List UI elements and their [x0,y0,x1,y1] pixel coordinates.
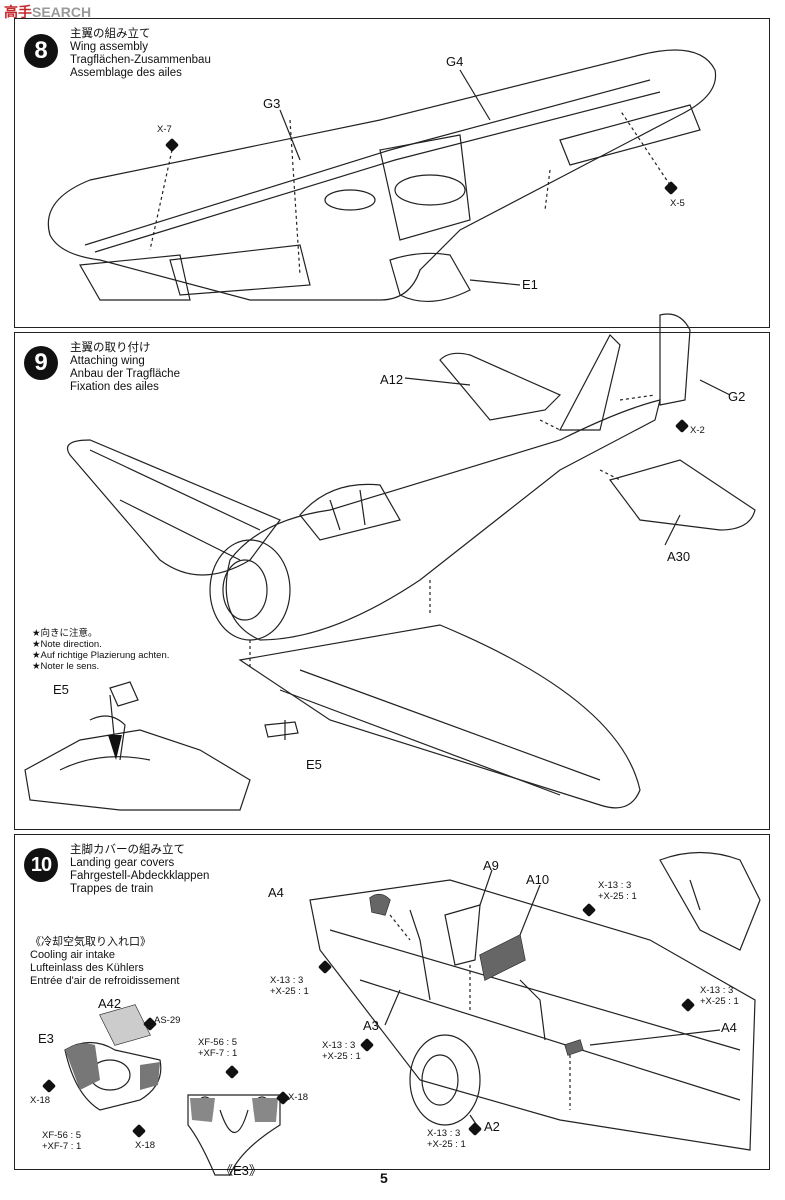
paint-mix-line: X-13 : 3 [700,985,734,996]
step-9-title-jp: 主翼の取り付け [70,342,151,354]
paint-callout-left: X-13 : 3 +X-25 : 1 [270,975,309,997]
step-8-titles: 主翼の組み立て Wing assembly Tragflächen-Zusamm… [70,28,211,80]
paint-mix-line: XF-56 : 5 [42,1130,82,1141]
step-10-label-e3-ref: 《E3》 [220,1163,262,1178]
site-logo: 高手SEARCH [4,2,91,22]
step-8-label-g4: G4 [446,54,464,69]
paint-mix-line: XF-56 : 5 [198,1037,238,1048]
paint-mix-line: X-13 : 3 [598,880,632,891]
site-logo-word: SEARCH [32,4,92,20]
step-10-label-a4-right: A4 [721,1020,737,1035]
paint-mix-line: +X-25 : 1 [700,996,739,1007]
step-9-title-fr: Fixation des ailes [70,381,159,393]
step-8-title-de: Tragflächen-Zusammenbau [70,54,211,66]
site-logo-text: 高手 [4,4,32,20]
step-10-number: 10 [24,848,58,882]
cooling-title-jp: 《冷却空気取り入れ口》 [30,936,151,948]
step-10-title-jp: 主脚カバーの組み立て [70,844,185,856]
note-en: ★Note direction. [32,639,102,650]
cooling-title-fr: Entrée d'air de refroidissement [30,975,180,987]
step-8-number: 8 [24,34,58,68]
paint-callout-top-right: X-13 : 3 +X-25 : 1 [598,880,637,902]
page-number: 5 [380,1170,388,1186]
step-10-label-a4: A4 [268,885,284,900]
note-de: ★Auf richtige Plazierung achten. [32,650,170,661]
paint-callout-middle: X-13 : 3 +X-25 : 1 [322,1040,361,1062]
step-10-label-x18-ref: X-18 [288,1092,309,1103]
step-9-label-a30: A30 [667,549,691,564]
step-10-label-a3: A3 [363,1018,379,1033]
step-10-label-e3: E3 [38,1031,54,1046]
step-9-label-a12: A12 [380,372,404,387]
paint-mix-line: +X-25 : 1 [322,1051,361,1062]
paint-mix-line: X-13 : 3 [427,1128,461,1139]
step-10-label-a10: A10 [526,872,550,887]
step-8-label-x7: X-7 [157,124,172,135]
step-8-title-fr: Assemblage des ailes [70,67,182,79]
step-9-title-de: Anbau der Tragfläche [70,368,180,380]
paint-mix-line: +XF-7 : 1 [198,1048,238,1059]
step-10-title-fr: Trappes de train [70,883,154,895]
step-10-titles: 主脚カバーの組み立て Landing gear covers Fahrgeste… [70,844,209,896]
paint-mix-line: X-13 : 3 [322,1040,356,1051]
paint-callout-right: X-13 : 3 +X-25 : 1 [700,985,739,1007]
step-10-label-as29: AS-29 [154,1015,181,1026]
step-9-panel [14,332,770,830]
step-10-label-x18-bottom: X-18 [135,1140,156,1151]
step-8-label-e1: E1 [522,277,538,292]
step-10-title-en: Landing gear covers [70,857,175,869]
paint-mix-line: +X-25 : 1 [270,986,309,997]
paint-mix-line: +XF-7 : 1 [42,1141,82,1152]
step-9-title-en: Attaching wing [70,355,145,367]
step-9-label-g2: G2 [728,389,746,404]
paint-mix-line: +X-25 : 1 [427,1139,466,1150]
paint-mix-line: +X-25 : 1 [598,891,637,902]
step-9-label-e5: E5 [306,757,322,772]
step-8-label-g3: G3 [263,96,281,111]
step-8-label-x5: X-5 [670,198,685,209]
note-fr: ★Noter le sens. [32,661,100,672]
paint-mix-line: X-13 : 3 [270,975,304,986]
step-9-label-x2: X-2 [690,425,705,436]
paint-callout-e3-top: XF-56 : 5 +XF-7 : 1 [198,1037,237,1059]
step-10-label-a9: A9 [483,858,499,873]
step-10-label-a2: A2 [484,1119,500,1134]
cooling-title-en: Cooling air intake [30,949,115,961]
step-8-title-en: Wing assembly [70,41,148,53]
paint-callout-e3-bottom: XF-56 : 5 +XF-7 : 1 [42,1130,81,1152]
step-10-label-x18-left: X-18 [30,1095,51,1106]
step-9-titles: 主翼の取り付け Attaching wing Anbau der Tragflä… [70,342,180,394]
step-10-title-de: Fahrgestell-Abdeckklappen [70,870,210,882]
step-10-panel [14,834,770,1170]
note-jp: ★向きに注意。 [32,628,98,639]
paint-callout-bottom: X-13 : 3 +X-25 : 1 [427,1128,466,1150]
step-8-title-jp: 主翼の組み立て [70,28,151,40]
step-10-label-a42: A42 [98,996,122,1011]
step-8-panel [14,18,770,328]
step-9-direction-note: ★向きに注意。 ★Note direction. ★Auf richtige P… [32,628,169,672]
step-9-number: 9 [24,346,58,380]
step-9-label-e5-inset: E5 [53,682,69,697]
cooling-intake-titles: 《冷却空気取り入れ口》 Cooling air intake Lufteinla… [30,936,179,988]
cooling-title-de: Lufteinlass des Kühlers [30,962,144,974]
